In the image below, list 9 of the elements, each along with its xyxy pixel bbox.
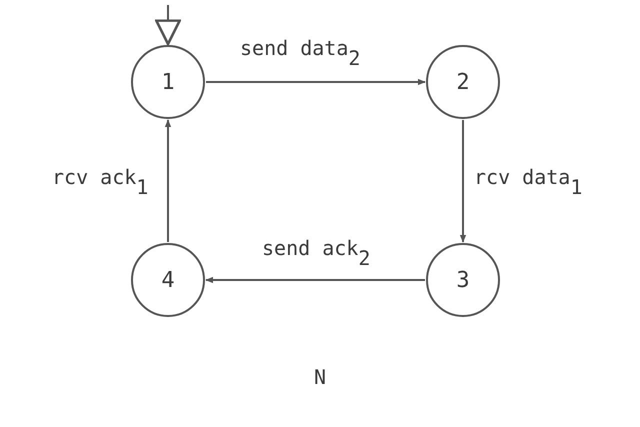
state-circle: 2: [426, 45, 500, 119]
state-circle: 4: [131, 243, 205, 317]
transition-arrow: [460, 120, 466, 243]
state-circle: 3: [426, 243, 500, 317]
transition-arrow: [205, 276, 425, 284]
initial-state-arrow: [155, 5, 181, 46]
transition-arrow: [164, 119, 172, 242]
transition-arrow: [206, 78, 426, 86]
state-circle: 1: [131, 45, 205, 119]
